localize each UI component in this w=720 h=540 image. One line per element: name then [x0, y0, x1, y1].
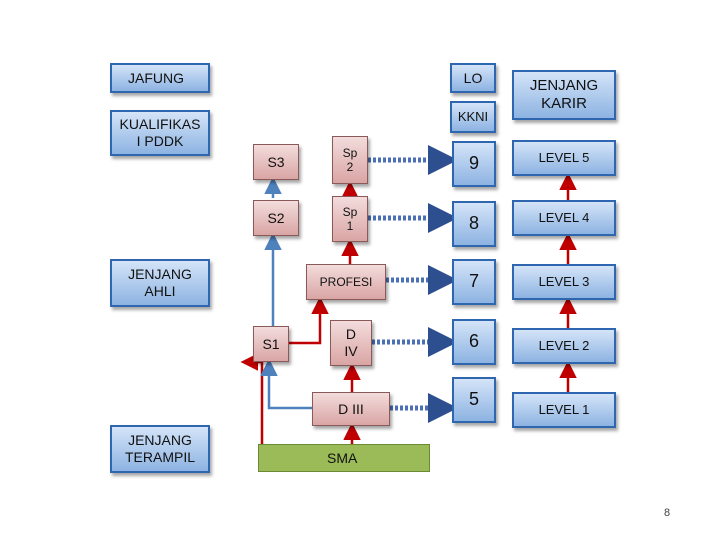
karir-level-5-text: LEVEL 5 — [538, 150, 590, 166]
kualifikasi-text: KUALIFIKAS I PDDK — [119, 116, 201, 149]
arrow-sma-s1 — [240, 353, 264, 444]
jafung-text: JAFUNG — [128, 69, 184, 86]
arrow-s1-profesi — [289, 296, 329, 345]
page-number: 8 — [664, 507, 671, 519]
jenjang-ahli-label: JENJANG AHLI — [110, 259, 210, 307]
kkni-level-9: 9 — [452, 141, 496, 187]
s1-box: S1 — [253, 326, 289, 362]
profesi-text: PROFESI — [319, 274, 373, 289]
karir-level-2-text: LEVEL 2 — [538, 338, 590, 354]
sma-box: SMA — [258, 444, 430, 472]
kkni-text: KKNI — [457, 109, 489, 125]
karir-level-4-text: LEVEL 4 — [538, 210, 590, 226]
kualifikasi-label: KUALIFIKAS I PDDK — [110, 110, 210, 156]
jenjang-karir-header: JENJANG KARIR — [512, 70, 616, 120]
lo-text: LO — [463, 69, 483, 86]
academic-arrows — [260, 176, 312, 410]
s3-text: S3 — [267, 153, 285, 170]
kkni-level-7-text: 7 — [468, 271, 479, 292]
jenjang-terampil-text: JENJANG TERAMPIL — [124, 432, 195, 465]
sp1-box: Sp 1 — [332, 196, 368, 242]
profesi-box: PROFESI — [306, 264, 386, 300]
jafung-label: JAFUNG — [110, 63, 210, 93]
karir-level-2: LEVEL 2 — [512, 328, 616, 364]
kkni-level-8: 8 — [452, 201, 496, 247]
sp1-text: Sp 1 — [342, 204, 358, 233]
karir-level-5: LEVEL 5 — [512, 140, 616, 176]
kkni-level-6: 6 — [452, 319, 496, 365]
jenjang-karir-text: JENJANG KARIR — [529, 77, 599, 112]
jenjang-ahli-text: JENJANG AHLI — [128, 266, 192, 299]
jenjang-terampil-label: JENJANG TERAMPIL — [110, 425, 210, 473]
s1-text: S1 — [262, 335, 280, 352]
karir-level-3-text: LEVEL 3 — [538, 274, 590, 290]
s2-box: S2 — [253, 200, 299, 236]
d3-text: D III — [338, 400, 364, 417]
kkni-level-9-text: 9 — [468, 153, 479, 174]
karir-level-3: LEVEL 3 — [512, 264, 616, 300]
kkni-level-5-text: 5 — [468, 389, 479, 410]
d3-box: D III — [312, 392, 390, 426]
d4-box: D IV — [330, 320, 372, 366]
lo-header: LO — [450, 63, 496, 93]
karir-level-1-text: LEVEL 1 — [538, 402, 590, 418]
sp2-text: Sp 2 — [342, 145, 358, 174]
kkni-level-6-text: 6 — [468, 331, 479, 352]
sma-text: SMA — [327, 449, 358, 466]
arrow-d3-s1 — [260, 358, 312, 410]
karir-level-4: LEVEL 4 — [512, 200, 616, 236]
sp2-box: Sp 2 — [332, 136, 368, 184]
kkni-level-7: 7 — [452, 259, 496, 305]
kkni-level-5: 5 — [452, 377, 496, 423]
kkni-header: KKNI — [450, 101, 496, 133]
s3-box: S3 — [253, 144, 299, 180]
dashed-connectors — [368, 145, 458, 423]
karir-level-1: LEVEL 1 — [512, 392, 616, 428]
kkni-level-8-text: 8 — [468, 213, 479, 234]
s2-text: S2 — [267, 209, 285, 226]
d4-text: D IV — [344, 326, 358, 359]
